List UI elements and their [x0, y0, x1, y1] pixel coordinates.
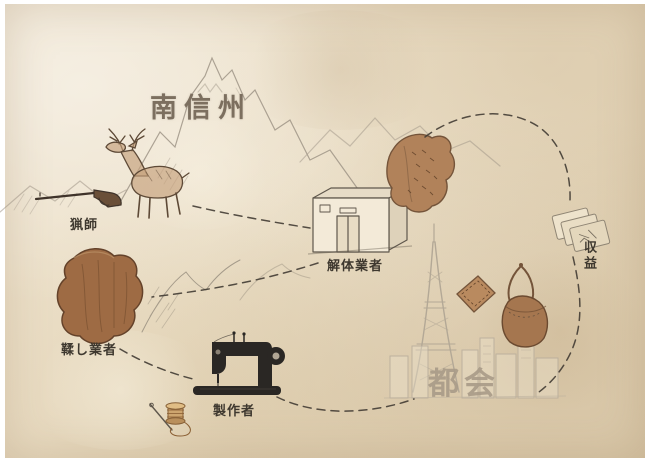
flow-dash-processor-to-tanner	[151, 262, 319, 298]
region-label: 南信州	[150, 93, 252, 123]
banknotes-illustration	[551, 207, 611, 252]
city-label: 都会	[428, 366, 500, 401]
sewing-machine-illustration	[193, 331, 285, 395]
leather-bag-illustration	[501, 263, 549, 348]
tanned-leather-illustration	[56, 248, 144, 345]
deer-hide-illustration	[386, 133, 456, 213]
thread-and-needle-illustration	[149, 402, 191, 437]
flow-dash-maker-to-city	[276, 396, 415, 412]
tokyo-tower-illustration	[412, 223, 460, 393]
profit-label: 収益	[582, 240, 597, 272]
flow-dash-profit-to-city	[538, 256, 581, 393]
tanner-label: 鞣し業者	[61, 342, 118, 357]
flow-dash-processor-to-profit	[424, 113, 571, 201]
rifle-illustration	[34, 189, 122, 208]
ridge-hills-sketch	[141, 259, 311, 333]
maker-label: 製作者	[213, 403, 256, 418]
flow-dash-tanner-to-maker	[119, 348, 194, 380]
processor-label: 解体業者	[327, 258, 384, 273]
leather-pouch-illustration	[456, 275, 496, 313]
deer-illustration	[105, 128, 190, 219]
city-skyline-illustration	[383, 337, 567, 399]
hunter-label: 猟師	[70, 217, 99, 232]
flow-dash-hunter-to-processor	[192, 205, 311, 229]
